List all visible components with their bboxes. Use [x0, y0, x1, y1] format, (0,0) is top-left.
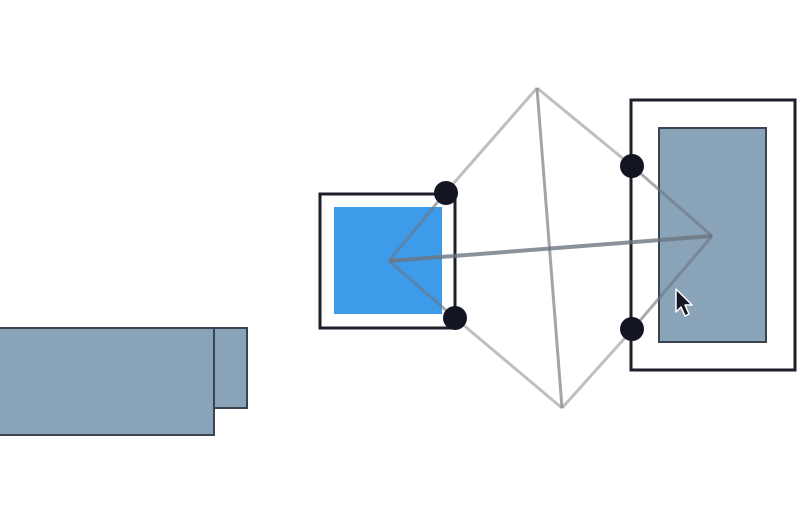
guide-line-center — [388, 234, 713, 263]
source-shape-group[interactable] — [318, 192, 457, 330]
guide-line-top-left — [444, 87, 539, 193]
guide-line-target-lower — [630, 235, 714, 331]
guide-line-bottom-left — [454, 316, 563, 410]
handle-source-top[interactable] — [434, 181, 458, 205]
background-shapes — [0, 327, 248, 436]
target-shape-frame[interactable] — [629, 98, 797, 372]
guide-line-source-lower — [388, 259, 456, 320]
handle-source-bottom[interactable] — [443, 306, 467, 330]
guide-line-source-upper — [387, 191, 448, 262]
handle-target-top[interactable] — [620, 154, 644, 178]
guide-line-top-right — [536, 86, 633, 168]
connector-wireframe — [387, 86, 714, 410]
target-shape-group[interactable] — [629, 98, 797, 372]
guide-line-bottom-right — [560, 328, 634, 410]
handle-target-bottom[interactable] — [620, 317, 644, 341]
arrow-pointer-icon — [675, 288, 693, 317]
guide-line-target-upper — [631, 164, 713, 238]
background-shape-large[interactable] — [0, 327, 215, 436]
source-shape[interactable] — [334, 207, 442, 314]
connector-handles — [434, 154, 644, 341]
